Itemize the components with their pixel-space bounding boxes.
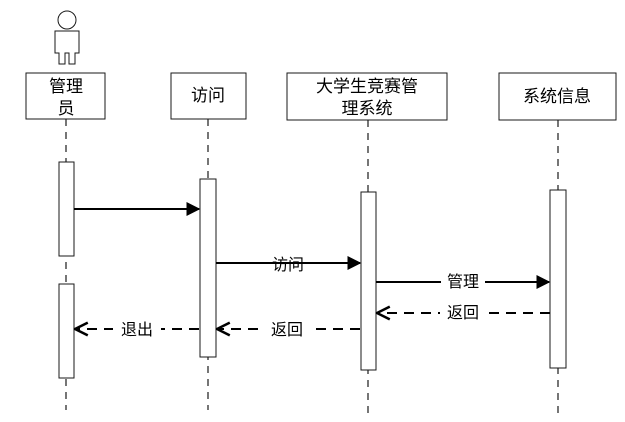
message-label-6: 退出 — [121, 320, 153, 339]
lifeline-visit-label: 访问 — [191, 86, 225, 106]
activation-system — [360, 191, 377, 371]
activation-visit — [199, 178, 217, 358]
activation-info — [549, 189, 567, 369]
lifeline-header-system: 大学生竞赛管 理系统 — [286, 72, 448, 121]
lifeline-info-label: 系统信息 — [523, 87, 591, 107]
actor-icon — [54, 10, 80, 65]
lifeline-admin-label-line2: 员 — [58, 99, 75, 119]
lifeline-header-info: 系统信息 — [498, 72, 617, 121]
activation-admin-2 — [58, 283, 75, 379]
activation-admin-1 — [58, 161, 75, 257]
message-label-4: 返回 — [447, 303, 479, 322]
message-label-5: 返回 — [271, 320, 303, 339]
message-label-2: 访问 — [272, 255, 304, 274]
message-label-3: 管理 — [447, 272, 479, 291]
lifeline-header-visit: 访问 — [170, 72, 247, 120]
lifeline-system-label-line2: 理系统 — [342, 99, 393, 119]
lifeline-header-admin: 管理 员 — [25, 72, 106, 120]
lifeline-admin-label-line1: 管理 — [49, 77, 83, 97]
lifeline-system-label-line1: 大学生竞赛管 — [316, 76, 418, 97]
